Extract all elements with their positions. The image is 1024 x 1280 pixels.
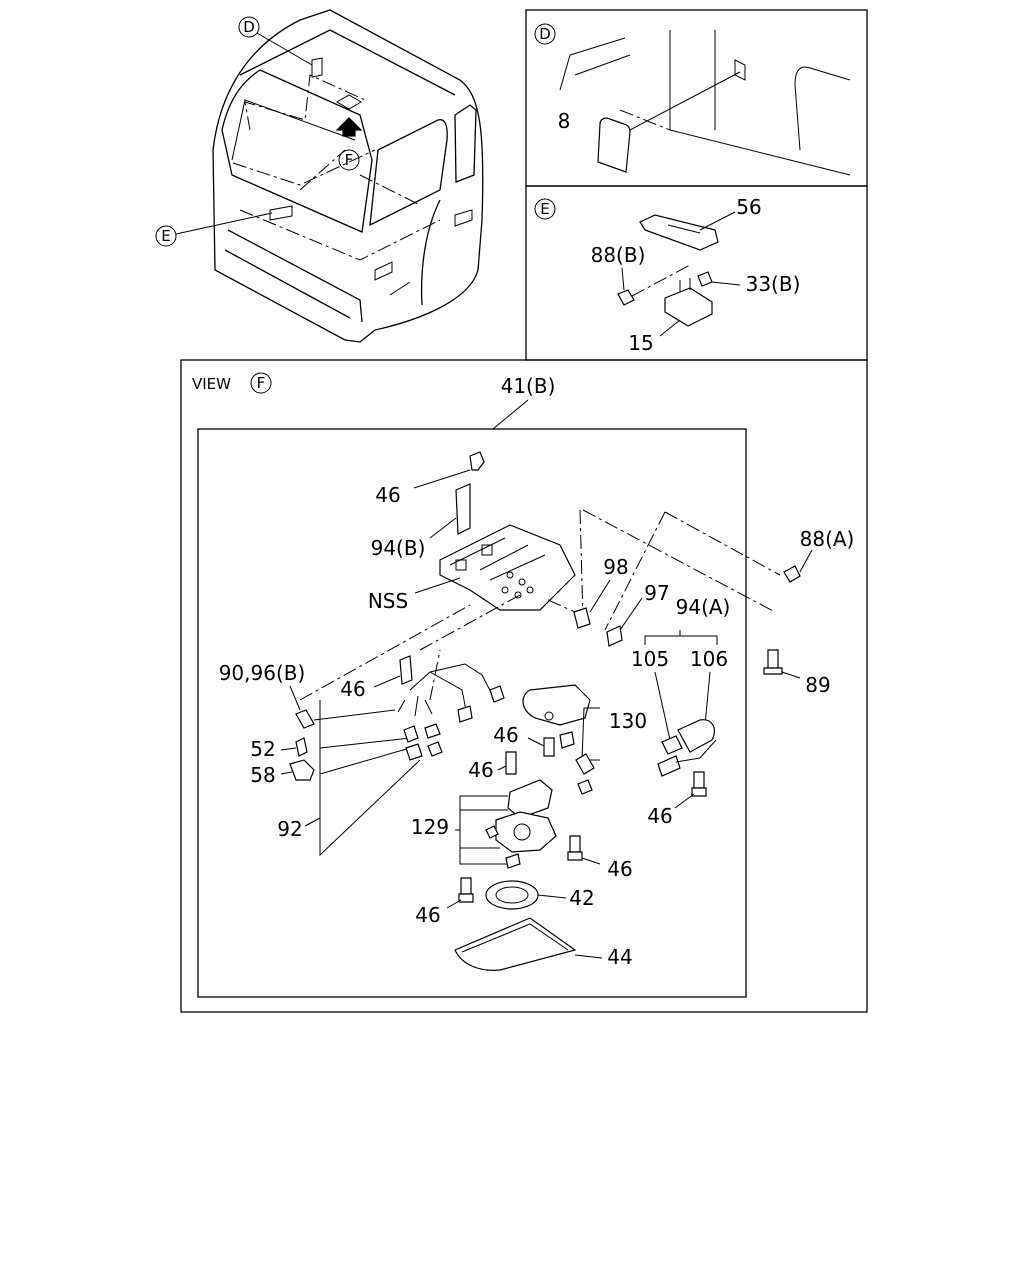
label-52: 52 <box>250 737 275 761</box>
label-89: 89 <box>805 673 830 697</box>
detail-e-callout: E <box>540 200 549 218</box>
label-46-top: 46 <box>375 483 400 507</box>
view-f-panel: VIEW F 41(B) 46 94(B) NSS <box>180 359 868 1013</box>
view-callout-f: F <box>257 374 266 392</box>
callout-f: F <box>345 151 354 169</box>
label-42: 42 <box>569 886 594 910</box>
label-94b: 94(B) <box>371 536 426 560</box>
label-46-center-2: 46 <box>468 758 493 782</box>
label-46-right: 46 <box>647 804 672 828</box>
view-label: VIEW <box>192 375 231 393</box>
label-46-left: 46 <box>340 677 365 701</box>
label-94a: 94(A) <box>676 595 731 619</box>
detail-e-panel: E 56 88(B) 33(B) 15 <box>525 185 868 361</box>
label-46-center-1: 46 <box>493 723 518 747</box>
label-8: 8 <box>558 109 571 133</box>
label-41b: 41(B) <box>501 374 556 398</box>
label-15: 15 <box>628 331 653 355</box>
label-nss: NSS <box>368 589 408 613</box>
label-88b: 88(B) <box>591 243 646 267</box>
label-105: 105 <box>631 647 669 671</box>
detail-d-panel: D 8 <box>525 9 868 187</box>
label-106: 106 <box>690 647 728 671</box>
label-90-96b: 90,96(B) <box>219 661 306 685</box>
label-58: 58 <box>250 763 275 787</box>
label-130: 130 <box>609 709 647 733</box>
label-44: 44 <box>607 945 632 969</box>
callout-e: E <box>161 227 170 245</box>
label-88a: 88(A) <box>800 527 855 551</box>
label-97: 97 <box>644 581 669 605</box>
detail-d-callout: D <box>539 25 551 43</box>
cab-illustration: D F E <box>155 9 484 343</box>
callout-d: D <box>243 18 255 36</box>
label-92: 92 <box>277 817 302 841</box>
label-46-right-2: 46 <box>607 857 632 881</box>
label-56: 56 <box>736 195 761 219</box>
label-98: 98 <box>603 555 628 579</box>
label-46-bottom-left: 46 <box>415 903 440 927</box>
label-129: 129 <box>411 815 449 839</box>
label-33b: 33(B) <box>746 272 801 296</box>
